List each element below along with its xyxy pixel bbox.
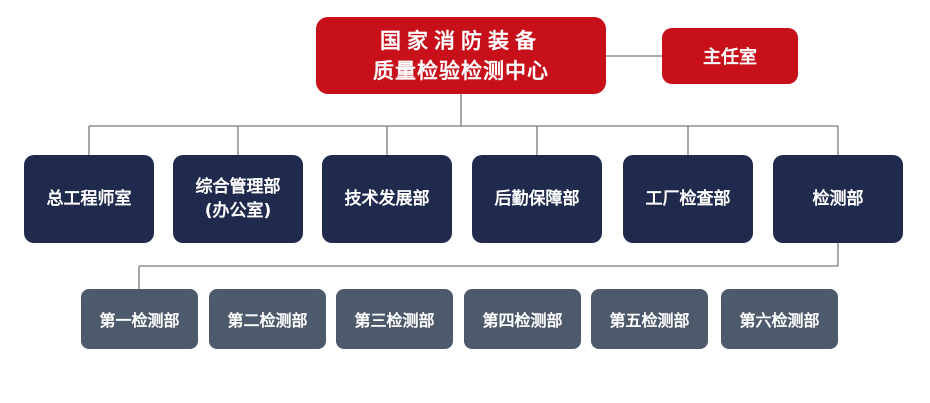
dept-sublabel: (办公室) bbox=[204, 201, 272, 221]
director-office-label: 主任室 bbox=[703, 47, 757, 68]
sub-dept-label: 第四检测部 bbox=[482, 311, 563, 330]
sub-dept-label: 第五检测部 bbox=[609, 311, 690, 330]
dept-label: 综合管理部 bbox=[195, 177, 281, 197]
center-root-node: 国家消防装备 质量检验检测中心 bbox=[316, 17, 606, 94]
sub-dept-testing-2: 第二检测部 bbox=[209, 289, 326, 349]
sub-dept-testing-4: 第四检测部 bbox=[464, 289, 581, 349]
dept-general-management: 综合管理部 (办公室) bbox=[173, 155, 303, 243]
dept-label: 技术发展部 bbox=[344, 189, 430, 209]
sub-dept-testing-1: 第一检测部 bbox=[81, 289, 198, 349]
dept-testing: 检测部 bbox=[773, 155, 903, 243]
dept-factory-inspection: 工厂检查部 bbox=[623, 155, 753, 243]
sub-dept-testing-6: 第六检测部 bbox=[721, 289, 838, 349]
sub-dept-testing-3: 第三检测部 bbox=[336, 289, 453, 349]
dept-label: 总工程师室 bbox=[46, 189, 132, 209]
director-office-node: 主任室 bbox=[662, 28, 798, 84]
root-title-line1: 国家消防装备 bbox=[380, 28, 542, 53]
sub-dept-label: 第一检测部 bbox=[99, 311, 180, 330]
root-title-line2: 质量检验检测中心 bbox=[373, 58, 549, 83]
dept-tech-development: 技术发展部 bbox=[322, 155, 452, 243]
dept-chief-engineer: 总工程师室 bbox=[24, 155, 154, 243]
sub-dept-label: 第六检测部 bbox=[739, 311, 820, 330]
dept-label: 后勤保障部 bbox=[494, 189, 580, 209]
sub-dept-label: 第三检测部 bbox=[354, 311, 435, 330]
dept-label: 工厂检查部 bbox=[645, 189, 731, 209]
dept-label: 检测部 bbox=[812, 189, 864, 209]
dept-logistics: 后勤保障部 bbox=[472, 155, 602, 243]
sub-dept-label: 第二检测部 bbox=[227, 311, 308, 330]
sub-dept-testing-5: 第五检测部 bbox=[591, 289, 708, 349]
